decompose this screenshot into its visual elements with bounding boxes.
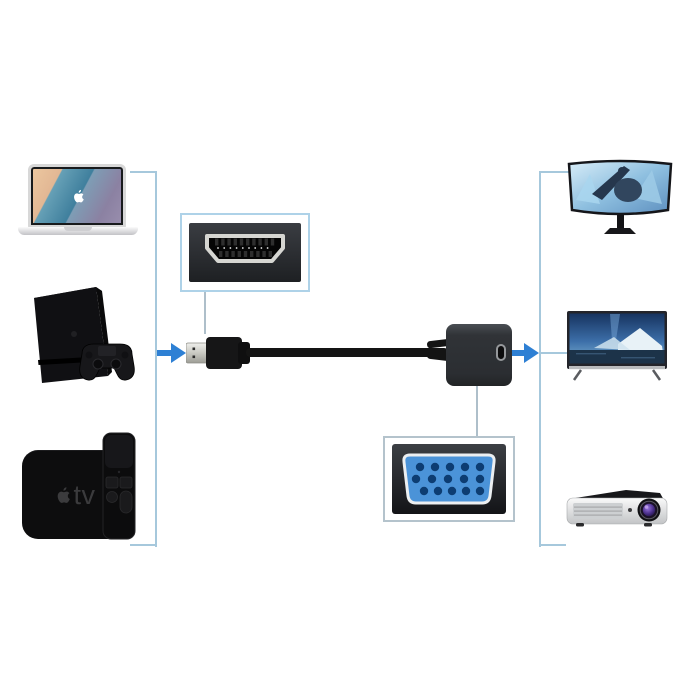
vga-port-icon: [392, 444, 506, 514]
projector-foot-left: [576, 523, 584, 527]
left-bracket-vertical-line: [155, 171, 157, 547]
hdmi-port-callout: [180, 213, 310, 292]
apple-tv-logo-text: tv: [73, 479, 96, 510]
adapter-cable: [246, 348, 448, 357]
tv-leg-right: [651, 369, 662, 381]
laptop-screen: [28, 164, 126, 228]
flow-arrow-left-icon: [157, 343, 186, 363]
right-bracket-top-line: [539, 171, 569, 173]
monitor-stand: [617, 215, 624, 229]
vga-female-dongle: [446, 324, 512, 386]
tv-icon: [567, 311, 667, 381]
right-bracket-middle-line: [539, 352, 571, 354]
console-logo-dot: [71, 331, 77, 337]
hdmi-male-plug: [186, 337, 250, 369]
left-bracket-bottom-line: [130, 544, 157, 546]
left-bracket-top-line: [130, 171, 157, 173]
game-console-icon: [34, 287, 135, 383]
vga-callout-stem: [476, 386, 478, 437]
tv-remote: [102, 432, 136, 540]
tv-bottom-strip: [569, 366, 665, 370]
apple-logo-icon: [58, 486, 71, 503]
projector-lens: [642, 503, 656, 517]
flow-arrow-right-icon: [510, 343, 539, 363]
right-bracket-bottom-line: [539, 544, 566, 546]
projector-sensor: [628, 508, 632, 512]
monitor-base: [604, 228, 636, 234]
tv-leg-left: [572, 369, 583, 381]
laptop-base: [18, 227, 138, 235]
apple-logo-icon: [73, 189, 84, 202]
right-bracket-vertical-line: [539, 171, 541, 547]
laptop-icon: [18, 160, 138, 238]
vga-dongle-port: [496, 344, 506, 361]
projector-icon: [566, 490, 668, 527]
laptop-notch: [64, 227, 92, 231]
gamepad: [79, 343, 135, 381]
hdmi-port-icon: [189, 223, 301, 282]
vga-port-callout: [383, 436, 515, 522]
projector-foot-right: [644, 523, 652, 527]
curved-monitor-icon: [567, 159, 673, 234]
hdmi-callout-stem: [204, 292, 206, 334]
apple-tv-icon: tv: [22, 430, 140, 542]
